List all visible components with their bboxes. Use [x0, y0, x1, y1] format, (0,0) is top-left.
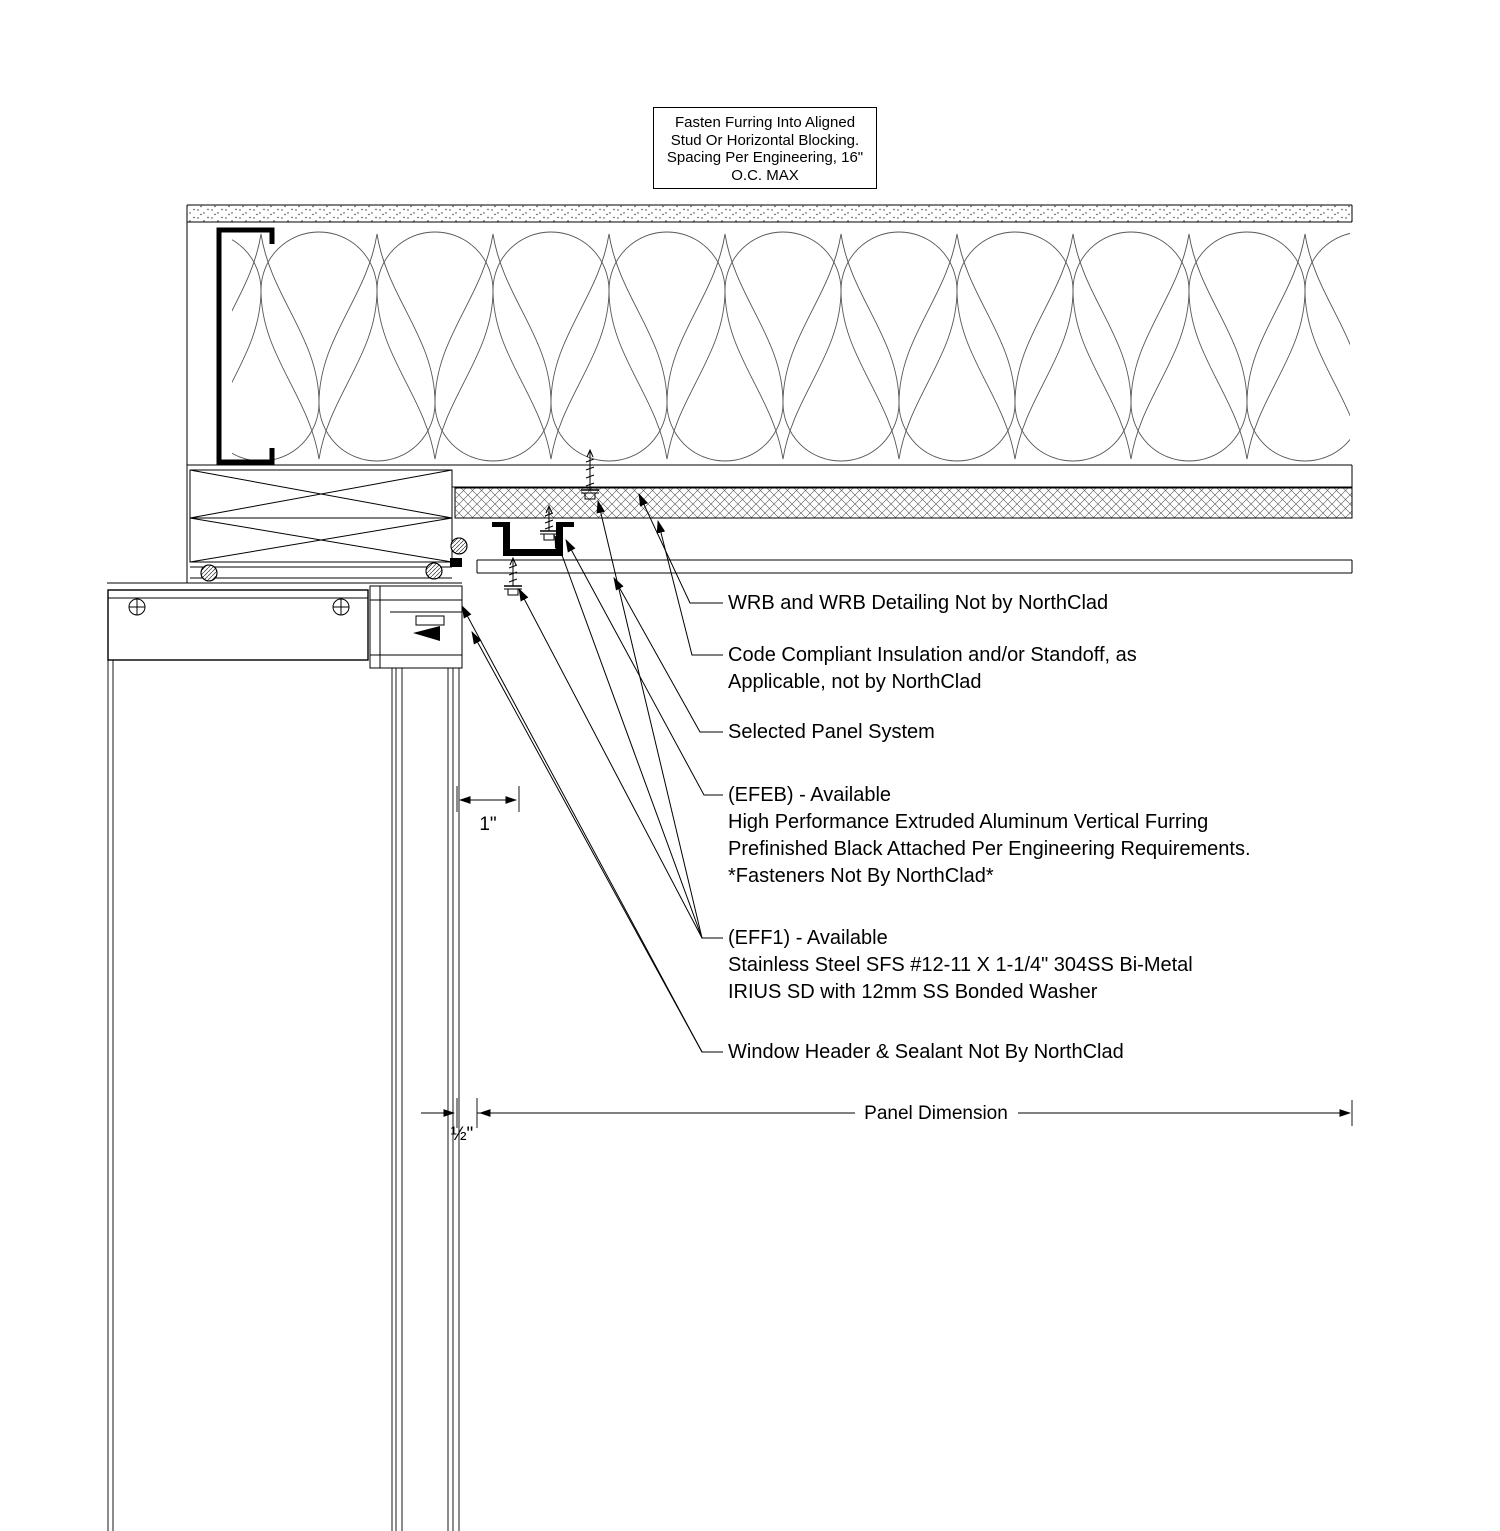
panel-system: [476, 559, 1353, 574]
annotation-line: WRB and WRB Detailing Not by NorthClad: [728, 592, 1109, 614]
dimension-panel: [421, 1098, 1353, 1128]
leader-eff1-a: [596, 499, 723, 939]
annotation-line: Stainless Steel SFS #12-11 X 1-1/4" 304S…: [728, 954, 1193, 976]
annotation-window-header: Window Header & Sealant Not By NorthClad: [728, 1039, 1124, 1066]
note-line: Spacing Per Engineering, 16": [666, 149, 864, 166]
annotation-line: IRIUS SD with 12mm SS Bonded Washer: [728, 981, 1098, 1003]
window-frame: [107, 582, 463, 669]
annotation-line: *Fasteners Not By NorthClad*: [728, 865, 994, 887]
annotation-line: Selected Panel System: [728, 721, 935, 743]
note-line: Fasten Furring Into Aligned: [674, 114, 856, 131]
batt-insulation: [232, 228, 1350, 465]
leader-eff1-c: [518, 588, 703, 939]
dimension-1in: [456, 786, 520, 812]
steel-stud: [216, 227, 275, 465]
leader-efeb: [565, 539, 723, 796]
annotation-line: Code Compliant Insulation and/or Standof…: [728, 644, 1137, 666]
window-section-lines: [107, 660, 460, 1531]
annotation-line: Prefinished Black Attached Per Engineeri…: [728, 838, 1251, 860]
sealant-joint: [190, 537, 468, 582]
annotation-efeb: (EFEB) - Available High Performance Extr…: [728, 782, 1251, 890]
backer-rod: [425, 562, 443, 580]
panel-fastener-1: [581, 448, 599, 500]
dimension-label-half: ½": [450, 1124, 474, 1145]
annotation-line: High Performance Extruded Aluminum Verti…: [728, 811, 1209, 833]
efeb-furring: [492, 522, 574, 556]
leader-wrb: [638, 493, 723, 604]
panel-fastener-2: [540, 504, 558, 541]
note-line: O.C. MAX: [731, 166, 799, 184]
frame-screw-symbol: [128, 598, 146, 616]
wood-blocking: [189, 469, 453, 563]
annotation-insulation: Code Compliant Insulation and/or Standof…: [728, 642, 1137, 696]
sheathing-layer: [187, 204, 1353, 223]
dimension-label-1in: 1": [479, 814, 497, 835]
leader-insulation: [656, 519, 723, 656]
annotation-line: Window Header & Sealant Not By NorthClad: [728, 1041, 1124, 1063]
glazing-wedge: [413, 626, 440, 641]
annotation-line: (EFEB) - Available: [728, 784, 892, 806]
note-line: Stud Or Horizontal Blocking.: [670, 131, 860, 149]
annotation-line: Applicable, not by NorthClad: [728, 671, 982, 693]
leader-panel: [613, 577, 723, 733]
backer-rod: [200, 564, 218, 582]
annotation-line: (EFF1) - Available: [728, 927, 888, 949]
backer-rod: [450, 537, 468, 555]
leader-eff1-b: [554, 534, 703, 939]
frame-screw-symbol: [332, 598, 350, 616]
annotation-panel-system: Selected Panel System: [728, 719, 935, 746]
annotation-eff1: (EFF1) - Available Stainless Steel SFS #…: [728, 925, 1193, 1006]
leader-lines: [461, 493, 723, 1053]
wall-lines: [186, 205, 1353, 583]
leader-window-header-b: [461, 605, 703, 1053]
dimension-label-panel: Panel Dimension: [864, 1103, 1008, 1124]
note-box: Fasten Furring Into Aligned Stud Or Hori…: [653, 107, 877, 189]
panel-fastener-3: [504, 556, 522, 596]
annotation-wrb: WRB and WRB Detailing Not by NorthClad: [728, 590, 1108, 617]
